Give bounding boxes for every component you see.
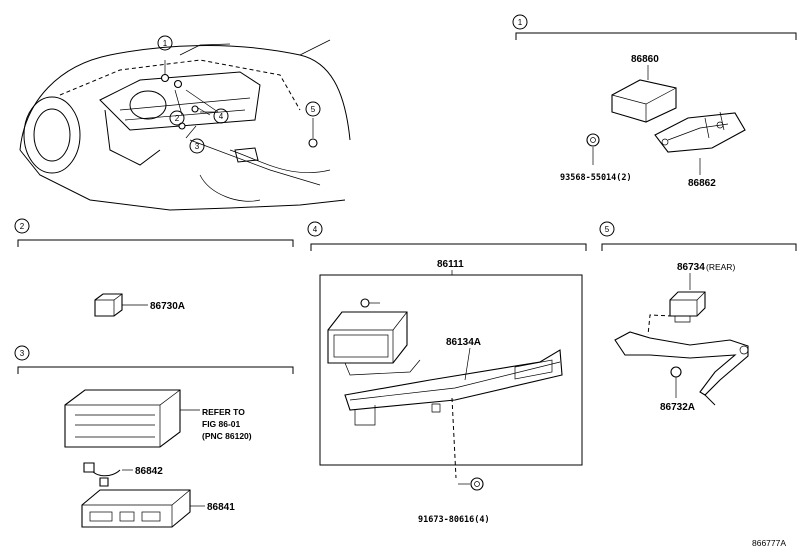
part-label-86734: 86734 <box>677 262 705 273</box>
sensor-bracket <box>654 112 746 153</box>
figure-id: 866777A <box>752 538 786 548</box>
svg-text:(PNC 86120): (PNC 86120) <box>202 431 252 441</box>
svg-text:FIG 86-01: FIG 86-01 <box>202 419 241 429</box>
section-1: 1 86860 93568-55014(2) 86862 <box>512 14 797 189</box>
part-label-86842: 86842 <box>135 466 163 477</box>
panel-86134A <box>344 349 563 411</box>
callout-1: 1 <box>157 35 173 51</box>
part-label-86862: 86862 <box>688 178 716 189</box>
part-label-86730A: 86730A <box>150 301 185 312</box>
part-label-86134A: 86134A <box>446 337 481 348</box>
svg-text:3: 3 <box>195 142 200 151</box>
rear-sensor-86734 <box>669 291 706 317</box>
amplifier-86841 <box>81 489 191 528</box>
section-5: 5 86734 (REAR) 86732A <box>599 221 797 413</box>
display-panel <box>327 311 408 364</box>
svg-text:5: 5 <box>605 225 610 234</box>
airbag-sensor-unit <box>611 79 677 123</box>
part-label-86111: 86111 <box>437 259 464 270</box>
cable-86732A <box>614 331 749 396</box>
svg-text:2: 2 <box>175 114 180 123</box>
svg-text:4: 4 <box>313 225 318 234</box>
part-label-91673-80616: 91673-80616(4) <box>418 515 490 525</box>
part-label-86841: 86841 <box>207 502 235 513</box>
callout-5: 5 <box>305 101 321 117</box>
callout-4: 4 <box>213 108 229 124</box>
svg-text:1: 1 <box>163 39 168 48</box>
callout-3: 3 <box>189 138 205 154</box>
callout-2: 2 <box>169 110 185 126</box>
section-4: 4 86111 86134A 91673-80616(4) <box>307 221 587 525</box>
car-overview-illustration <box>19 39 351 211</box>
svg-text:REFER TO: REFER TO <box>202 407 245 417</box>
section-2: 2 86730A <box>14 218 294 317</box>
svg-text:1: 1 <box>518 18 523 27</box>
svg-text:5: 5 <box>311 105 316 114</box>
bolt-91673 <box>470 477 484 491</box>
part-label-86860: 86860 <box>631 54 659 65</box>
part-label-86732A: 86732A <box>660 402 695 413</box>
bolt-93568 <box>586 133 600 147</box>
part-label-93568-55014: 93568-55014(2) <box>560 173 632 183</box>
audio-head-unit <box>64 389 181 448</box>
assembly-frame-86111 <box>319 274 583 466</box>
svg-text:3: 3 <box>20 349 25 358</box>
svg-text:4: 4 <box>219 112 224 121</box>
section-3: 3 REFER TO FIG 86-01 (PNC 86120) 86842 8… <box>14 345 294 528</box>
svg-text:2: 2 <box>20 222 25 231</box>
screw <box>360 298 370 308</box>
svg-text:(REAR): (REAR) <box>706 262 735 272</box>
